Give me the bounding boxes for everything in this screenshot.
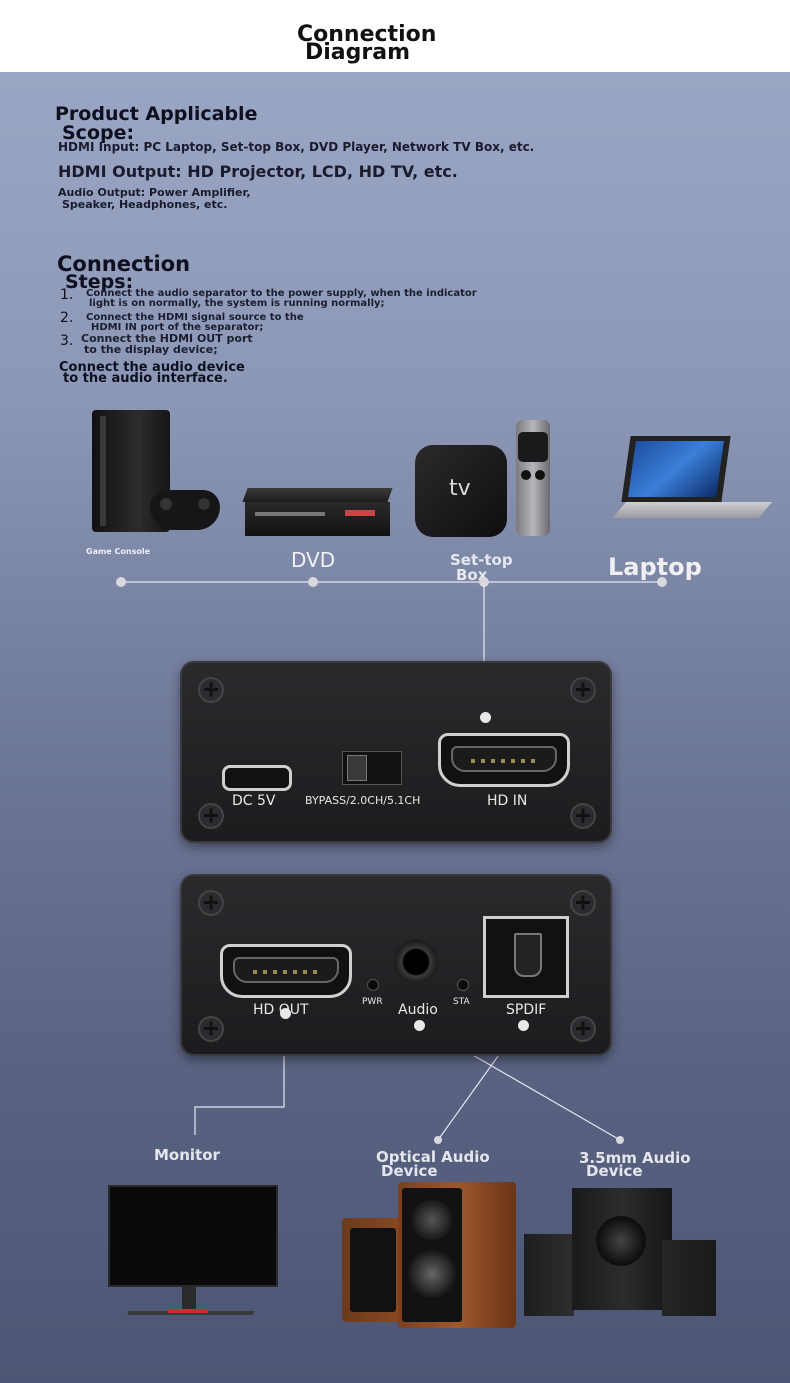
hdmi-out-connection-dot — [280, 1008, 291, 1019]
separator-output-panel: HD OUT PWR Audio STA SPDIF — [180, 874, 612, 1056]
screw-icon — [198, 677, 224, 703]
screw-icon — [198, 803, 224, 829]
dc-5v-label: DC 5V — [232, 793, 276, 809]
spdif-port[interactable] — [483, 916, 569, 998]
spdif-label: SPDIF — [506, 1002, 547, 1018]
pwr-label: PWR — [362, 997, 383, 1007]
scope-hdmi-output: HDMI Output: HD Projector, LCD, HD TV, e… — [58, 162, 458, 181]
optical-label-1: Optical Audio — [376, 1148, 490, 1166]
dc-port[interactable] — [222, 765, 292, 791]
step-3-number: 3. — [60, 333, 74, 349]
monitor-image — [108, 1185, 278, 1335]
scope-audio-output-2: Speaker, Headphones, etc. — [62, 198, 228, 211]
steps-final-1: Connect the audio device — [59, 360, 245, 375]
step-3-line2: to the display device; — [84, 343, 218, 356]
header: Connection Diagram — [0, 0, 790, 72]
dvd-label: DVD — [291, 548, 336, 572]
sta-indicator — [457, 979, 469, 991]
game-console-label: Game Console — [86, 547, 150, 556]
screw-icon — [570, 677, 596, 703]
hd-in-label: HD IN — [487, 793, 528, 809]
game-console-image — [92, 410, 222, 538]
monitor-label: Monitor — [154, 1146, 220, 1164]
audio-jack[interactable] — [394, 940, 438, 984]
dvd-player-image — [242, 488, 393, 536]
screw-icon — [570, 1016, 596, 1042]
mode-switch[interactable] — [342, 751, 402, 785]
screw-icon — [570, 890, 596, 916]
mode-switch-label: BYPASS/2.0CH/5.1CH — [305, 794, 421, 807]
pwr-indicator — [367, 979, 379, 991]
settop-box-image: tv — [415, 420, 555, 538]
steps-heading-1: Connection — [57, 252, 191, 276]
mm-label-1: 3.5mm Audio — [579, 1149, 691, 1167]
mm-audio-speakers-image — [524, 1186, 718, 1318]
screw-icon — [198, 890, 224, 916]
scope-hdmi-input: HDMI Input: PC Laptop, Set-top Box, DVD … — [58, 140, 535, 154]
mm-label-2: Device — [586, 1162, 643, 1180]
step-2-line1: Connect the HDMI signal source to the — [86, 312, 304, 323]
step-2-number: 2. — [60, 310, 74, 326]
scope-heading-1: Product Applicable — [55, 103, 258, 125]
audio-label: Audio — [398, 1002, 438, 1018]
spdif-connection-dot — [518, 1020, 529, 1031]
laptop-label: Laptop — [608, 553, 702, 581]
optical-label-2: Device — [381, 1162, 438, 1180]
step-1-line2: light is on normally, the system is runn… — [89, 298, 385, 309]
step-1-line1: Connect the audio separator to the power… — [86, 288, 477, 299]
scope-heading-2: Scope: — [62, 122, 135, 144]
title-line1: Connection — [297, 22, 437, 47]
hdmi-in-port[interactable] — [438, 733, 570, 787]
optical-speakers-image — [342, 1170, 518, 1330]
settop-label-2: Box — [456, 566, 488, 584]
tv-logo: tv — [449, 476, 471, 501]
separator-input-panel: DC 5V BYPASS/2.0CH/5.1CH HD IN — [180, 661, 612, 843]
steps-final-2: to the audio interface. — [63, 371, 228, 386]
settop-label-1: Set-top — [450, 551, 513, 569]
step-3-line1: Connect the HDMI OUT port — [81, 332, 253, 345]
hdmi-out-port[interactable] — [220, 944, 352, 998]
audio-connection-dot — [414, 1020, 425, 1031]
screw-icon — [570, 803, 596, 829]
scope-audio-output-1: Audio Output: Power Amplifier, — [58, 186, 251, 199]
step-1-number: 1. — [60, 287, 74, 303]
title-line2: Diagram — [305, 40, 411, 65]
step-2-line2: HDMI IN port of the separator; — [91, 322, 264, 333]
sta-label: STA — [453, 997, 470, 1007]
steps-heading-2: Steps: — [65, 271, 134, 293]
hdmi-in-connection-dot — [480, 712, 491, 723]
screw-icon — [198, 1016, 224, 1042]
